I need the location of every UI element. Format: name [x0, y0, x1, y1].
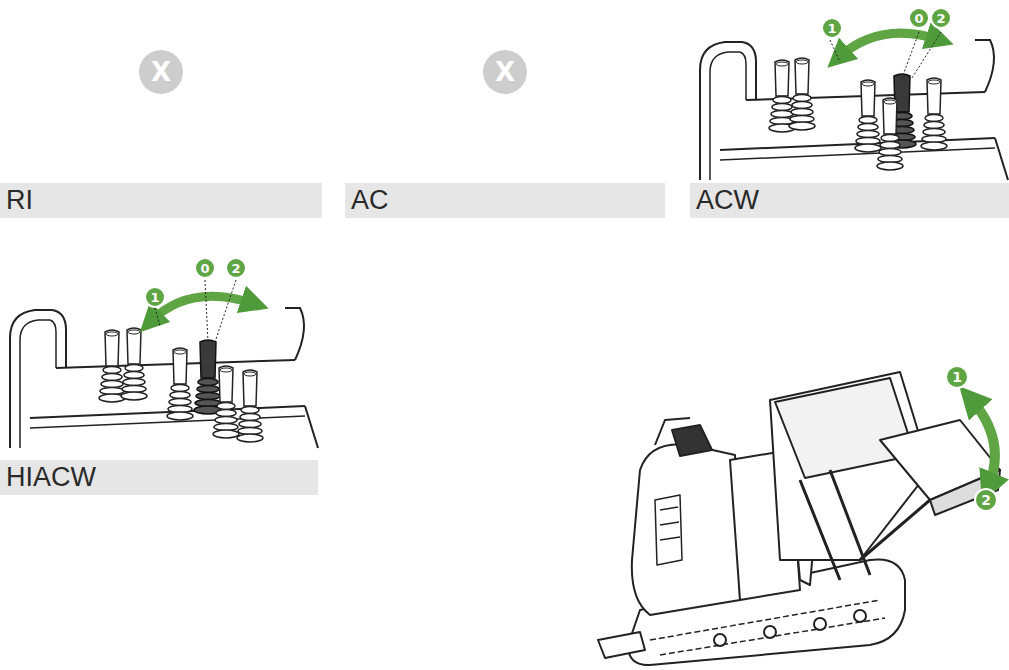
callout-number: 0 [908, 7, 930, 29]
callout-number: 0 [194, 257, 216, 279]
label-bar: AC [345, 183, 665, 218]
variant-label: RI [0, 183, 33, 218]
not-available-mark: X [139, 50, 183, 94]
callout-number: 1 [821, 17, 843, 39]
variant-label: ACW [690, 183, 759, 218]
label-bar: HIACW [0, 460, 318, 495]
callout-number: 1 [945, 365, 969, 389]
label-bar: RI [0, 183, 322, 218]
callout-number: 2 [930, 7, 952, 29]
variant-label: AC [345, 183, 389, 218]
variant-label: HIACW [0, 460, 96, 495]
callout-number: 2 [974, 488, 998, 512]
not-available-mark: X [483, 50, 527, 94]
callout-number: 1 [144, 286, 166, 308]
callout-number: 2 [225, 257, 247, 279]
label-bar: ACW [690, 183, 1009, 218]
